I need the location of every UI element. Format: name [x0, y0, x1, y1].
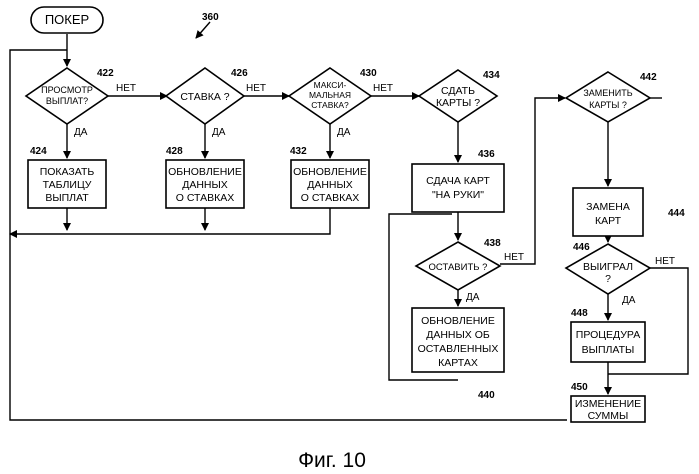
node-444-line-0: ЗАМЕНА	[586, 201, 630, 213]
node-442-ref: 442	[640, 72, 657, 83]
node-422-line-1: ВЫПЛАТ?	[46, 96, 88, 106]
node-432-ref: 432	[290, 146, 307, 157]
node-444-line-1: КАРТ	[595, 215, 622, 227]
node-428-ref: 428	[166, 146, 183, 157]
node-434-ref: 434	[483, 70, 500, 81]
node-432-line-1: ДАННЫХ	[307, 179, 353, 191]
node-446-ref: 446	[573, 242, 590, 253]
node-432-line-2: О СТАВКАХ	[301, 192, 360, 204]
node-start: ПОКЕР	[31, 7, 103, 33]
node-428-line-0: ОБНОВЛЕНИЕ	[168, 166, 242, 178]
node-432-line-0: ОБНОВЛЕНИЕ	[293, 166, 367, 178]
nodes: ПОКЕР ПРОСМОТР ВЫПЛАТ? 422 ПОКАЗАТЬ ТАБЛ…	[26, 7, 685, 422]
node-422-ref: 422	[97, 68, 114, 79]
label-430-no: НЕТ	[373, 83, 393, 94]
label-422-no: НЕТ	[116, 83, 136, 94]
node-438-ref: 438	[484, 238, 501, 249]
label-422-yes: ДА	[74, 127, 88, 138]
node-424-line-1: ТАБЛИЦУ	[43, 179, 92, 191]
node-434-line-1: КАРТЫ ?	[436, 97, 480, 109]
node-430-ref: 430	[360, 68, 377, 79]
node-436-ref: 436	[478, 149, 495, 160]
node-430: МАКСИ- МАЛЬНАЯ СТАВКА? 430	[289, 68, 377, 124]
node-434: СДАТЬ КАРТЫ ? 434	[419, 70, 500, 122]
label-446-yes: ДА	[622, 295, 636, 306]
node-422: ПРОСМОТР ВЫПЛАТ? 422	[26, 68, 114, 124]
node-444: ЗАМЕНА КАРТ 444	[573, 188, 685, 236]
label-426-no: НЕТ	[246, 83, 266, 94]
node-428-line-2: О СТАВКАХ	[176, 192, 235, 204]
node-424-line-0: ПОКАЗАТЬ	[40, 166, 95, 178]
node-442: ЗАМЕНИТЬ КАРТЫ ? 442	[566, 72, 657, 122]
node-422-line-0: ПРОСМОТР	[41, 85, 93, 95]
node-428-line-1: ДАННЫХ	[182, 179, 228, 191]
label-430-yes: ДА	[337, 127, 351, 138]
edge-collector	[10, 208, 330, 234]
node-436-line-1: "НА РУКИ"	[432, 189, 484, 201]
node-448-line-1: ВЫПЛАТЫ	[582, 344, 635, 356]
node-430-line-2: СТАВКА?	[311, 100, 349, 110]
node-446: ВЫИГРАЛ ? 446	[566, 242, 650, 294]
node-430-line-1: МАЛЬНАЯ	[309, 90, 351, 100]
label-438-no: НЕТ	[504, 252, 524, 263]
node-444-ref: 444	[668, 208, 685, 219]
node-448-ref: 448	[571, 308, 588, 319]
node-450-ref: 450	[571, 382, 588, 393]
node-450-line-1: СУММЫ	[588, 410, 629, 422]
process-shape	[571, 322, 645, 362]
node-436-line-0: СДАЧА КАРТ	[426, 175, 490, 187]
process-shape	[412, 164, 504, 212]
node-424-ref: 424	[30, 146, 47, 157]
node-426: СТАВКА ? 426	[166, 68, 248, 124]
label-426-yes: ДА	[212, 127, 226, 138]
node-450-line-0: ИЗМЕНЕНИЕ	[575, 398, 641, 410]
node-446-line-1: ?	[605, 273, 611, 285]
node-440-line-1: ДАННЫХ ОБ	[426, 329, 490, 341]
node-442-line-0: ЗАМЕНИТЬ	[583, 88, 632, 98]
node-440-line-0: ОБНОВЛЕНИЕ	[421, 315, 495, 327]
node-438: ОСТАВИТЬ ? 438	[416, 238, 501, 290]
node-440-line-2: ОСТАВЛЕННЫХ	[418, 343, 499, 355]
node-446-line-0: ВЫИГРАЛ	[583, 261, 633, 273]
figure-ref-arrow	[196, 22, 210, 38]
label-446-no: НЕТ	[655, 256, 675, 267]
node-430-line-0: МАКСИ-	[314, 80, 347, 90]
node-448-line-0: ПРОЦЕДУРА	[576, 329, 640, 341]
figure-ref-number: 360	[202, 12, 219, 23]
node-start-text: ПОКЕР	[45, 12, 89, 27]
node-434-line-0: СДАТЬ	[441, 85, 475, 97]
node-438-line-0: ОСТАВИТЬ ?	[429, 262, 488, 273]
label-438-yes: ДА	[466, 292, 480, 303]
edge-438-no	[500, 98, 565, 264]
node-442-line-1: КАРТЫ ?	[589, 100, 627, 110]
node-426-line-0: СТАВКА ?	[180, 91, 229, 103]
node-440-line-3: КАРТАХ	[438, 357, 478, 369]
node-440-ref: 440	[478, 390, 495, 401]
figure-caption: Фиг. 10	[298, 449, 366, 472]
node-426-ref: 426	[231, 68, 248, 79]
node-440: ОБНОВЛЕНИЕ ДАННЫХ ОБ ОСТАВЛЕННЫХ КАРТАХ …	[412, 308, 504, 401]
node-424-line-2: ВЫПЛАТ	[45, 192, 89, 204]
